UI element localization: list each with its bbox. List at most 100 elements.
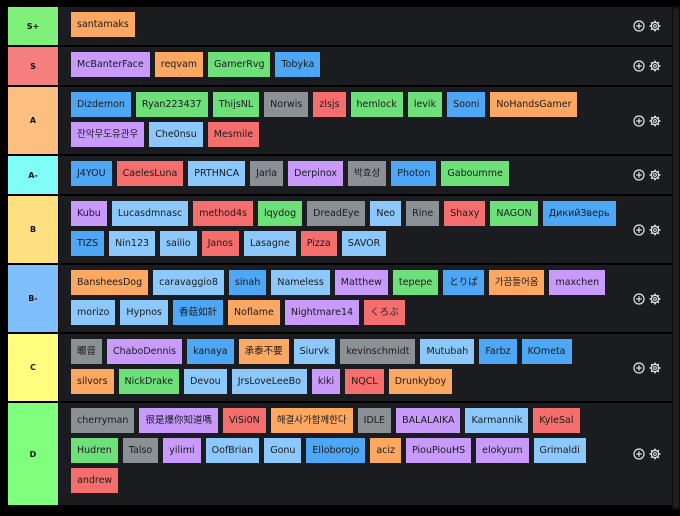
- player-chip[interactable]: ДикийЗверь: [542, 201, 616, 226]
- player-chip[interactable]: Lucasdmnasc: [111, 201, 189, 226]
- player-chip[interactable]: Pizza: [300, 231, 337, 256]
- player-chip[interactable]: Nightmare14: [284, 300, 360, 325]
- gear-icon[interactable]: [649, 169, 661, 181]
- player-chip[interactable]: NickDrake: [118, 369, 180, 394]
- player-chip[interactable]: OofBrian: [205, 438, 260, 463]
- player-chip[interactable]: ThijsNL: [212, 92, 260, 117]
- plus-circle-icon[interactable]: [633, 169, 645, 181]
- plus-circle-icon[interactable]: [633, 448, 645, 460]
- player-chip[interactable]: kanaya: [187, 339, 234, 364]
- tier-label[interactable]: D: [8, 403, 59, 505]
- player-chip[interactable]: Matthew: [334, 270, 388, 295]
- player-chip[interactable]: method4s: [193, 201, 253, 226]
- player-chip[interactable]: Elloborojo: [306, 438, 366, 463]
- player-chip[interactable]: PiouPiouHS: [406, 438, 472, 463]
- gear-icon[interactable]: [649, 448, 661, 460]
- player-chip[interactable]: cherryman: [71, 408, 135, 433]
- player-chip[interactable]: ChaboDennis: [107, 339, 183, 364]
- tier-label[interactable]: B: [8, 196, 59, 263]
- player-chip[interactable]: KyleSal: [533, 408, 580, 433]
- player-chip[interactable]: Jarla: [250, 161, 284, 186]
- plus-circle-icon[interactable]: [633, 114, 645, 127]
- player-chip[interactable]: yilimi: [163, 438, 201, 463]
- player-chip[interactable]: Tobyka: [275, 52, 321, 77]
- player-chip[interactable]: BansheesDog: [71, 270, 149, 295]
- tier-label[interactable]: S: [8, 47, 59, 85]
- player-chip[interactable]: Neo: [370, 201, 402, 226]
- player-chip[interactable]: Gonu: [264, 438, 302, 463]
- tier-label[interactable]: S+: [8, 7, 59, 45]
- plus-circle-icon[interactable]: [633, 20, 645, 32]
- player-chip[interactable]: Shaxy: [444, 201, 486, 226]
- player-chip[interactable]: Janos: [201, 231, 239, 256]
- player-chip[interactable]: zlsjs: [313, 92, 346, 117]
- player-chip[interactable]: Grimaldi: [533, 438, 586, 463]
- player-chip[interactable]: 很是爆你知道嗎: [139, 408, 218, 433]
- player-chip[interactable]: andrew: [71, 468, 119, 493]
- player-chip[interactable]: reqvam: [154, 52, 204, 77]
- player-chip[interactable]: Karmannik: [465, 408, 529, 433]
- player-chip[interactable]: 박효성: [348, 161, 387, 186]
- player-chip[interactable]: BALALAIKA: [396, 408, 461, 433]
- player-chip[interactable]: IDLE: [357, 408, 392, 433]
- player-chip[interactable]: elokyum: [476, 438, 529, 463]
- player-chip[interactable]: とりぱ: [443, 270, 484, 295]
- player-chip[interactable]: Hypnos: [120, 300, 169, 325]
- player-chip[interactable]: hemlock: [350, 92, 403, 117]
- player-chip[interactable]: kevinschmidt: [340, 339, 416, 364]
- player-chip[interactable]: JrsLoveLeeBo: [231, 369, 307, 394]
- player-chip[interactable]: Noflame: [228, 300, 280, 325]
- player-chip[interactable]: NoHandsGamer: [490, 92, 578, 117]
- player-chip[interactable]: Derpinox: [288, 161, 344, 186]
- player-chip[interactable]: Photon: [391, 161, 437, 186]
- player-chip[interactable]: J4YOU: [71, 161, 112, 186]
- player-chip[interactable]: PRTHNCA: [188, 161, 246, 186]
- player-chip[interactable]: Dizdemon: [71, 92, 131, 117]
- gear-icon[interactable]: [649, 293, 661, 305]
- player-chip[interactable]: NAGON: [490, 201, 538, 226]
- player-chip[interactable]: Lasagne: [243, 231, 296, 256]
- tier-label[interactable]: B-: [8, 265, 59, 332]
- player-chip[interactable]: GamerRvg: [208, 52, 271, 77]
- plus-circle-icon[interactable]: [633, 60, 645, 72]
- player-chip[interactable]: Nameless: [271, 270, 330, 295]
- player-chip[interactable]: Ryan223437: [135, 92, 208, 117]
- player-chip[interactable]: caravaggio8: [153, 270, 224, 295]
- player-chip[interactable]: KOmeta: [521, 339, 572, 364]
- gear-icon[interactable]: [649, 60, 661, 72]
- player-chip[interactable]: Sooni: [447, 92, 486, 117]
- player-chip[interactable]: 가끔들어옴: [488, 270, 545, 295]
- player-chip[interactable]: silvors: [71, 369, 114, 394]
- gear-icon[interactable]: [649, 20, 661, 32]
- player-chip[interactable]: 香菇如計: [173, 300, 224, 325]
- player-chip[interactable]: Talso: [122, 438, 159, 463]
- player-chip[interactable]: TIZS: [71, 231, 105, 256]
- gear-icon[interactable]: [649, 115, 661, 127]
- player-chip[interactable]: santamaks: [71, 12, 135, 37]
- plus-circle-icon[interactable]: [633, 361, 645, 374]
- tier-items-dropzone[interactable]: santamaks: [59, 7, 622, 45]
- player-chip[interactable]: maxchen: [549, 270, 606, 295]
- player-chip[interactable]: morizo: [71, 300, 116, 325]
- player-chip[interactable]: kiki: [311, 369, 341, 394]
- plus-circle-icon[interactable]: [633, 223, 645, 236]
- player-chip[interactable]: Mutubah: [420, 339, 475, 364]
- player-chip[interactable]: Che0nsu: [149, 122, 203, 147]
- player-chip[interactable]: 畷音: [71, 339, 103, 364]
- player-chip[interactable]: Hudren: [71, 438, 118, 463]
- player-chip[interactable]: lqydog: [257, 201, 303, 226]
- player-chip[interactable]: sinah: [228, 270, 267, 295]
- player-chip[interactable]: Drunkyboy: [388, 369, 453, 394]
- player-chip[interactable]: Kubu: [71, 201, 107, 226]
- player-chip[interactable]: 承泰不要: [238, 339, 289, 364]
- player-chip[interactable]: Rine: [406, 201, 440, 226]
- tier-label[interactable]: C: [8, 334, 59, 401]
- player-chip[interactable]: McBanterFace: [71, 52, 150, 77]
- player-chip[interactable]: 해결사가함께한다: [270, 408, 353, 433]
- player-chip[interactable]: Devou: [184, 369, 227, 394]
